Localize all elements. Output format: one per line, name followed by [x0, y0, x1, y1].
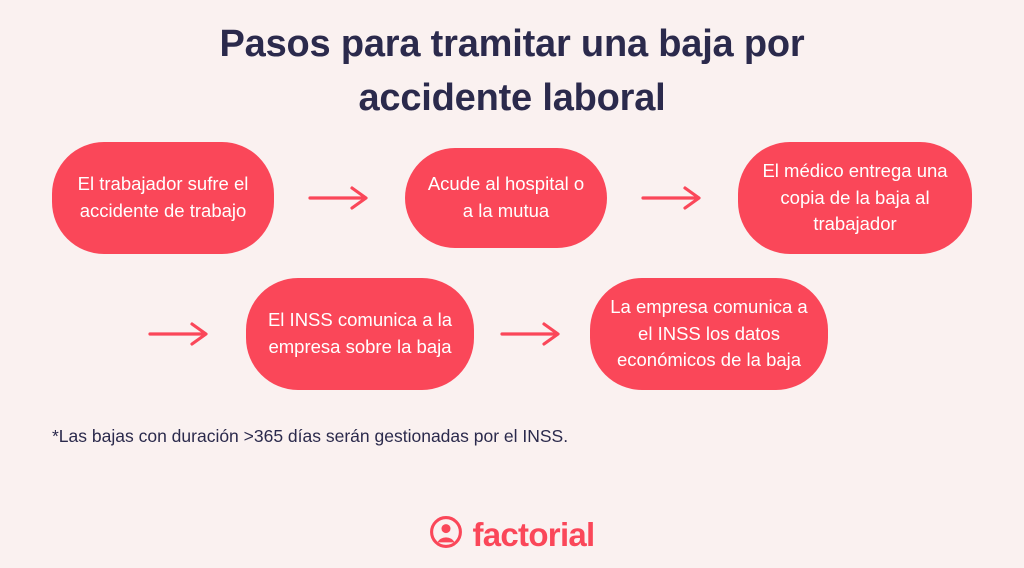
arrow-right-icon	[307, 185, 372, 211]
process-flow: El trabajador sufre el accidente de trab…	[0, 141, 1024, 390]
step-box-4-label: El INSS comunica a la empresa sobre la b…	[267, 309, 453, 357]
step-box-5: La empresa comunica a el INSS los datos …	[590, 277, 828, 390]
step-box-1-label: El trabajador sufre el accidente de trab…	[77, 173, 249, 221]
step-box-2-label: Acude al hospital o a la mutua	[427, 173, 585, 221]
arrow-right-icon	[640, 185, 705, 211]
footnote: *Las bajas con duración >365 días serán …	[52, 425, 569, 446]
factorial-logo: factorial	[0, 515, 1024, 554]
step-box-5-label: La empresa comunica a el INSS los datos …	[610, 295, 808, 371]
person-in-circle-icon	[429, 515, 463, 554]
step-box-3-label: El médico entrega una copia de la baja a…	[762, 159, 948, 235]
arrow-right-icon	[500, 321, 564, 347]
page-title-line-2: accidente laboral	[358, 76, 666, 119]
factorial-wordmark: factorial	[472, 516, 595, 553]
flow-row-1: El trabajador sufre el accidente de trab…	[0, 141, 1024, 254]
step-box-3: El médico entrega una copia de la baja a…	[738, 141, 972, 254]
flow-row-2: El INSS comunica a la empresa sobre la b…	[0, 277, 1024, 390]
step-box-4: El INSS comunica a la empresa sobre la b…	[246, 277, 474, 390]
arrow-right-icon	[148, 321, 212, 347]
page-title: Pasos para tramitar una baja por acciden…	[132, 18, 892, 126]
step-box-1: El trabajador sufre el accidente de trab…	[52, 141, 274, 254]
page-title-line-1: Pasos para tramitar una baja por	[219, 23, 805, 65]
step-box-2: Acude al hospital o a la mutua	[405, 147, 607, 248]
